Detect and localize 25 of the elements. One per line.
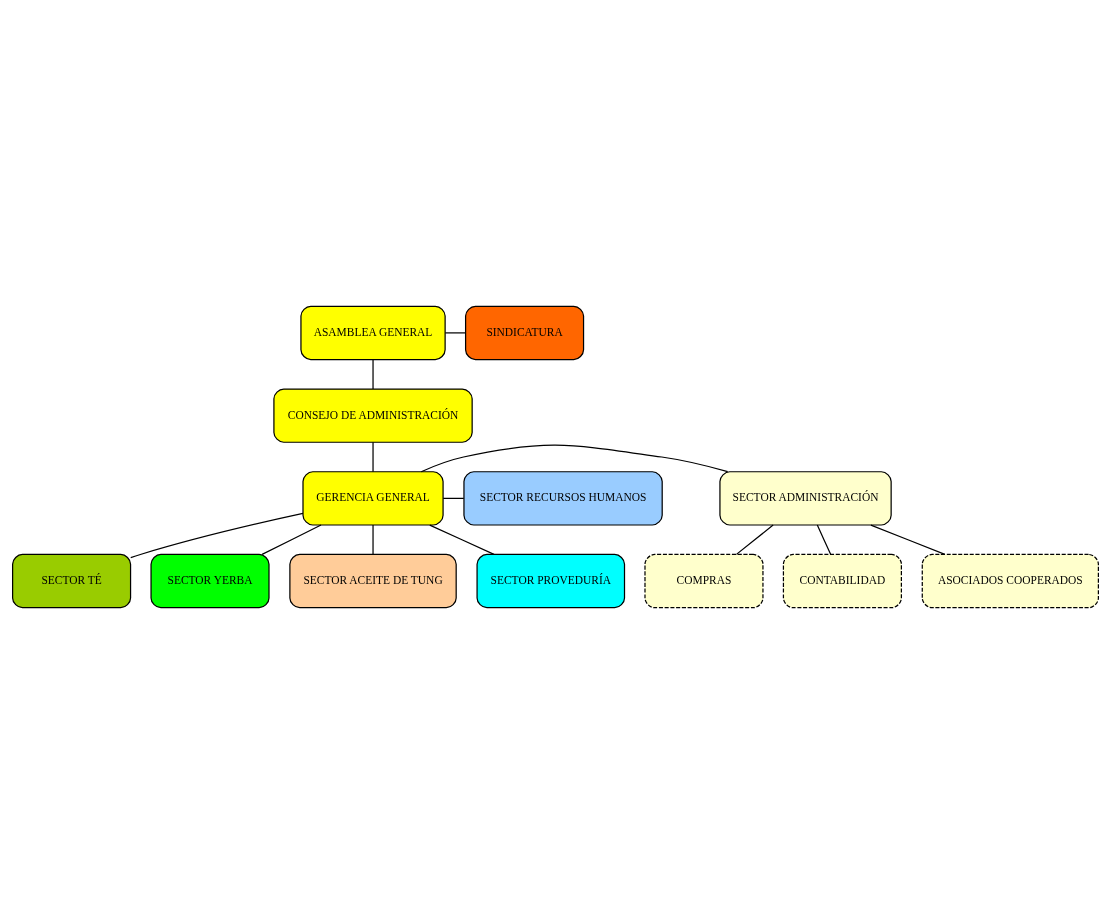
node-box: SECTOR ACEITE DE TUNG bbox=[289, 553, 457, 609]
connector bbox=[735, 524, 774, 555]
node-box: CONTABILIDAD bbox=[782, 553, 902, 609]
node-box: SECTOR YERBA bbox=[150, 553, 270, 609]
connector bbox=[372, 441, 374, 473]
connector bbox=[444, 332, 466, 334]
node-box: SECTOR TÉ bbox=[12, 553, 132, 609]
connector bbox=[870, 524, 946, 555]
connector bbox=[372, 524, 374, 555]
node-box: ASAMBLEA GENERAL bbox=[300, 305, 446, 361]
node-box: SECTOR PROVEDURÍA bbox=[476, 553, 626, 609]
node-box: GERENCIA GENERAL bbox=[302, 471, 444, 526]
node-box: SECTOR RECURSOS HUMANOS bbox=[463, 471, 663, 526]
node-box: ASOCIADOS COOPERADOS bbox=[921, 553, 1099, 609]
node-box: SINDICATURA bbox=[465, 305, 585, 361]
connector bbox=[429, 524, 495, 555]
node-box: SECTOR ADMINISTRACIÓN bbox=[719, 471, 892, 526]
connector bbox=[816, 524, 832, 555]
node-box: COMPRAS bbox=[644, 553, 764, 609]
connector bbox=[442, 497, 465, 499]
node-box: CONSEJO DE ADMINISTRACIÓN bbox=[273, 388, 473, 443]
connector bbox=[130, 512, 304, 559]
connector bbox=[420, 444, 729, 473]
connector bbox=[261, 524, 322, 555]
connector bbox=[372, 359, 374, 390]
